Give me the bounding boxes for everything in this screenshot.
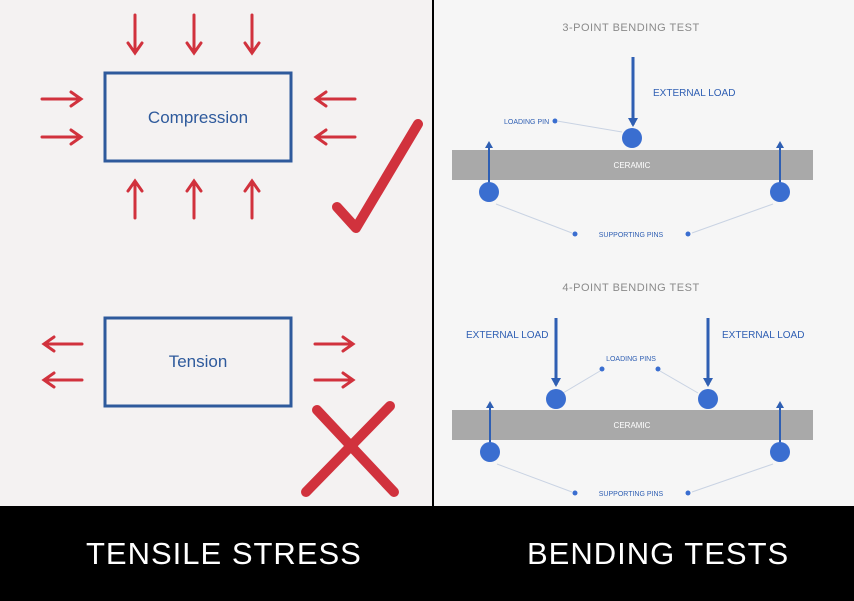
arrow-right-3 — [313, 335, 356, 353]
loading-pins-leader-dot-left — [599, 366, 605, 372]
tension-right-arrows — [313, 335, 356, 389]
four-point-external-load-right-label: EXTERNAL LOAD — [722, 330, 804, 341]
tensile-stress-diagram: Compression — [40, 13, 423, 497]
compression-label: Compression — [148, 108, 248, 127]
four-point-loading-pins-label: LOADING PINS — [606, 356, 656, 363]
arrow-right-1 — [40, 90, 84, 108]
support-leader-right — [691, 203, 774, 234]
four-point-supporting-pins-label: SUPPORTING PINS — [599, 491, 664, 498]
four-point-loading-pin-left — [546, 389, 566, 409]
arrow-up-1 — [126, 178, 144, 220]
check-mark-icon — [332, 119, 423, 233]
four-point-load-arrowhead-left — [551, 378, 561, 387]
three-point-load-arrowhead — [628, 118, 638, 127]
loading-pin-leader-dot — [552, 118, 558, 124]
bending-tests-panel: 3-POINT BENDING TEST EXTERNAL LOAD LOADI… — [434, 0, 854, 506]
three-point-ceramic-label: CERAMIC — [614, 161, 651, 170]
tension-left-arrows — [41, 335, 84, 389]
loading-pins-leader-left — [562, 370, 601, 394]
tension-box — [103, 316, 293, 408]
arrow-right-4 — [313, 371, 356, 389]
three-point-test: 3-POINT BENDING TEST EXTERNAL LOAD LOADI… — [452, 22, 813, 239]
four-point-ceramic-specimen — [452, 410, 813, 440]
tensile-stress-caption: TENSILE STRESS — [86, 536, 362, 571]
four-point-support-dot-left — [572, 490, 578, 496]
three-point-supporting-pins-label: SUPPORTING PINS — [599, 232, 664, 239]
compression-right-arrows — [313, 90, 357, 146]
three-point-ceramic-specimen — [452, 150, 813, 180]
right-reaction-arrowhead — [776, 141, 784, 148]
four-point-right-support-pin — [770, 442, 790, 462]
three-point-loading-pin — [622, 128, 642, 148]
left-reaction-arrowhead — [485, 141, 493, 148]
three-point-external-load-label: EXTERNAL LOAD — [653, 88, 735, 99]
arrow-right-2 — [40, 128, 84, 146]
four-point-loading-pin-right — [698, 389, 718, 409]
arrow-up-3 — [243, 178, 261, 220]
four-point-test: 4-POINT BENDING TEST EXTERNAL LOAD EXTER… — [452, 282, 813, 498]
support-leader-dot-left — [572, 231, 578, 237]
loading-pin-leader-line — [556, 120, 623, 133]
arrow-left-2 — [313, 128, 357, 146]
arrow-left-4 — [41, 371, 84, 389]
arrow-down-1 — [126, 13, 144, 56]
support-leader-left — [495, 203, 573, 234]
compression-box — [103, 71, 293, 163]
cross-mark-icon — [301, 401, 399, 497]
tensile-stress-panel: Compression — [0, 0, 432, 506]
three-point-left-support-pin — [479, 182, 499, 202]
arrow-up-2 — [185, 178, 203, 220]
four-point-left-reaction-arrowhead — [486, 401, 494, 408]
arrow-left-3 — [41, 335, 84, 353]
three-point-title: 3-POINT BENDING TEST — [562, 22, 699, 34]
caption-bar — [0, 506, 854, 601]
four-point-title: 4-POINT BENDING TEST — [562, 282, 699, 294]
four-point-support-leader-left — [496, 463, 573, 493]
loading-pins-leader-right — [659, 370, 699, 394]
four-point-support-leader-right — [691, 463, 774, 493]
four-point-external-load-left-label: EXTERNAL LOAD — [466, 330, 548, 341]
four-point-load-arrowhead-right — [703, 378, 713, 387]
three-point-loading-pin-label: LOADING PIN — [504, 119, 549, 126]
arrow-down-3 — [243, 13, 261, 56]
three-point-right-support-pin — [770, 182, 790, 202]
compression-left-arrows — [40, 90, 84, 146]
support-leader-dot-right — [685, 231, 691, 237]
bending-tests-caption: BENDING TESTS — [527, 536, 790, 571]
compression-bottom-arrows — [126, 178, 261, 220]
tension-label: Tension — [169, 352, 228, 371]
arrow-down-2 — [185, 13, 203, 56]
compression-top-arrows — [126, 13, 261, 56]
four-point-right-reaction-arrowhead — [776, 401, 784, 408]
arrow-left-1 — [313, 90, 357, 108]
four-point-left-support-pin — [480, 442, 500, 462]
loading-pins-leader-dot-right — [655, 366, 661, 372]
bending-tests-diagram: 3-POINT BENDING TEST EXTERNAL LOAD LOADI… — [452, 22, 813, 498]
four-point-support-dot-right — [685, 490, 691, 496]
four-point-ceramic-label: CERAMIC — [614, 421, 651, 430]
